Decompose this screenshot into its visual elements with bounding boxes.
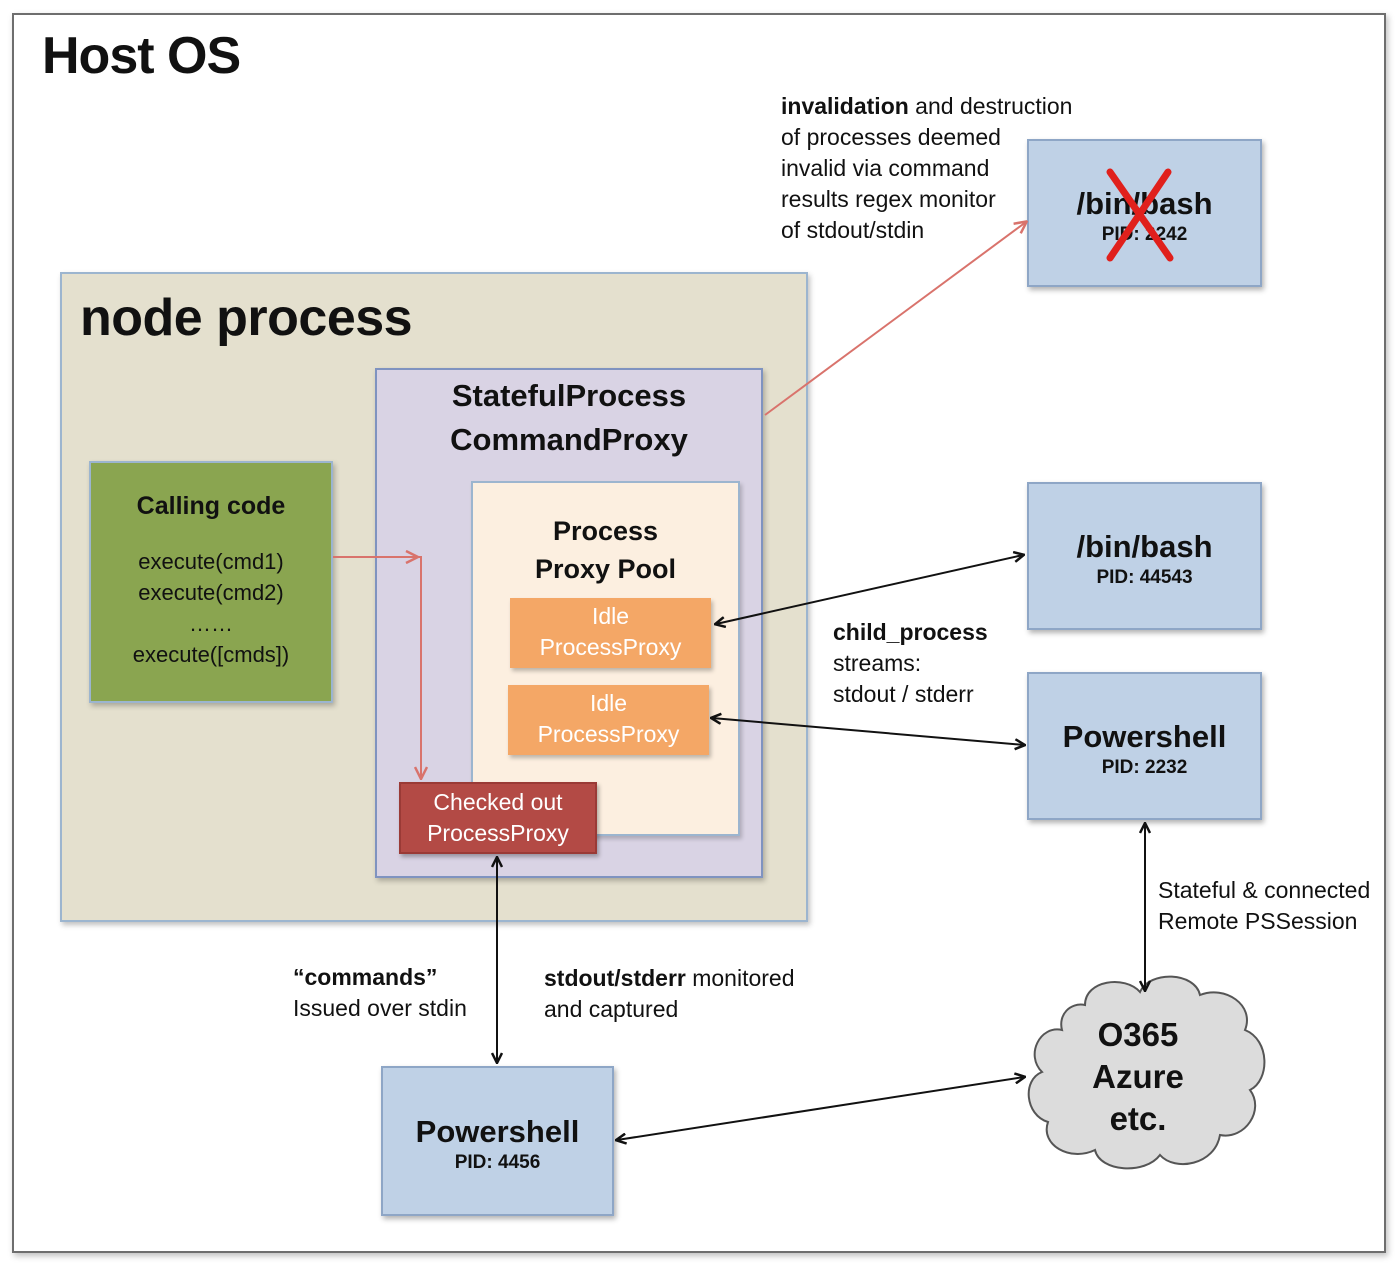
- idle2-powershell-arrow: [712, 718, 1024, 745]
- idle1-bash-arrow: [716, 555, 1023, 624]
- note-bold: stdout/stderr: [544, 965, 686, 991]
- idle-label: Idle: [589, 690, 628, 716]
- x-mark-icon: [1106, 168, 1174, 262]
- host-os-title: Host OS: [42, 27, 241, 85]
- calling-line: execute(cmd2): [138, 580, 284, 605]
- idle-label: ProcessProxy: [539, 634, 682, 660]
- cloud-line: O365: [1097, 1016, 1179, 1053]
- idle-label: ProcessProxy: [537, 721, 680, 747]
- node-process-title: node process: [80, 289, 413, 347]
- calling-code-box: Calling code execute(cmd1) execute(cmd2)…: [89, 461, 333, 703]
- child-process-note: child_process streams: stdout / stderr: [833, 617, 988, 710]
- note-line: and captured: [544, 996, 679, 1022]
- checked-label: ProcessProxy: [427, 820, 569, 846]
- calling-line: execute(cmd1): [138, 549, 284, 574]
- note-line: Issued over stdin: [293, 995, 467, 1021]
- calling-line: execute([cmds]): [132, 642, 290, 667]
- note-line: Stateful & connected: [1158, 877, 1371, 903]
- note-line: results regex monitor: [781, 186, 996, 212]
- process-pid: PID: 44543: [1096, 567, 1193, 588]
- note-line: of processes deemed: [781, 124, 1001, 150]
- pool-title-line1: Process: [552, 516, 659, 546]
- commands-note: “commands” Issued over stdin: [293, 962, 467, 1024]
- note-line: stdout / stderr: [833, 681, 974, 707]
- note-line: Remote PSSession: [1158, 908, 1358, 934]
- calling-line: ……: [189, 611, 233, 636]
- calling-code-title: Calling code: [136, 492, 286, 520]
- idle-process-proxy: Idle ProcessProxy: [508, 685, 709, 755]
- process-name: Powershell: [1062, 719, 1227, 754]
- process-name: /bin/bash: [1076, 529, 1213, 564]
- cloud-shape: [1027, 975, 1266, 1170]
- remote-session-note: Stateful & connected Remote PSSession: [1158, 875, 1370, 937]
- invalidation-note: invalidation and destruction of processe…: [781, 91, 1072, 246]
- calling-to-proxy-arrow: [333, 556, 421, 778]
- checked-label: Checked out: [433, 789, 563, 815]
- idle-process-proxy: Idle ProcessProxy: [510, 598, 711, 668]
- idle-label: Idle: [591, 603, 630, 629]
- cloud-label: O365 Azure etc.: [1048, 1014, 1228, 1140]
- note-line: invalid via command: [781, 155, 990, 181]
- checked-out-process-proxy: Checked out ProcessProxy: [399, 782, 597, 854]
- stateful-title-line2: CommandProxy: [450, 422, 688, 457]
- powershell-process-right: Powershell PID: 2232: [1027, 672, 1262, 820]
- pool-title-line2: Proxy Pool: [534, 554, 677, 584]
- powershell-process-bottom: Powershell PID: 4456: [381, 1066, 614, 1216]
- note-line: of stdout/stdin: [781, 217, 925, 243]
- note-text: and destruction: [908, 93, 1073, 119]
- stdout-note: stdout/stderr monitored and captured: [544, 963, 795, 1025]
- invalidation-arrow: [764, 222, 1026, 416]
- process-name: Powershell: [415, 1114, 580, 1149]
- calling-code-lines: execute(cmd1) execute(cmd2) …… execute([…: [91, 546, 331, 670]
- stateful-title: StatefulProcess CommandProxy: [375, 374, 763, 462]
- cloud-line: etc.: [1109, 1100, 1167, 1137]
- powershell-bottom-cloud-arrow: [617, 1077, 1024, 1140]
- process-pid: PID: 2232: [1101, 757, 1188, 778]
- cloud-line: Azure: [1092, 1058, 1184, 1095]
- pool-title: Process Proxy Pool: [471, 512, 740, 588]
- note-bold: invalidation: [781, 93, 909, 119]
- process-pid: PID: 4456: [454, 1152, 541, 1173]
- bash-process: /bin/bash PID: 44543: [1027, 482, 1262, 630]
- note-bold: “commands”: [293, 964, 438, 990]
- stateful-title-line1: StatefulProcess: [451, 378, 687, 413]
- note-text: monitored: [685, 965, 795, 991]
- note-line: streams:: [833, 650, 922, 676]
